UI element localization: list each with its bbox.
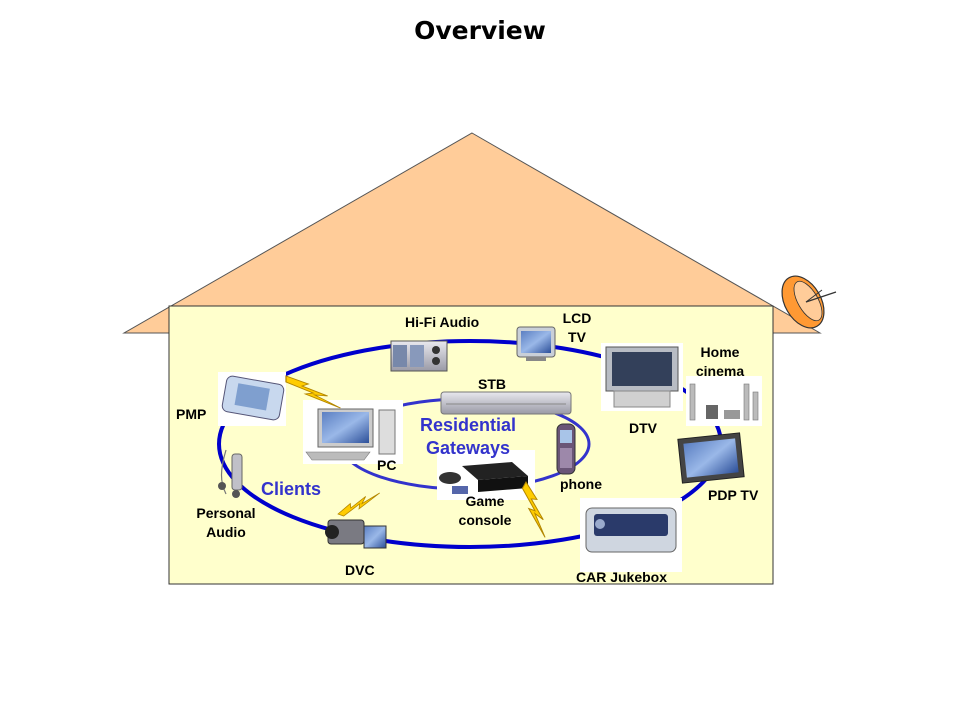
pdp-tv-icon [677,432,745,484]
dvc-icon [325,519,387,549]
hifi-audio-icon [390,340,448,372]
home-cinema-icon [686,376,762,426]
label-hifi-audio: Hi-Fi Audio [405,314,480,330]
label-home-cinema-line2: cinema [695,363,745,379]
lcd-tv-icon [516,326,556,361]
dtv-icon [601,343,683,411]
car-jukebox-icon [580,498,682,572]
phone-icon [556,423,576,475]
label-clients: Clients [261,479,322,499]
label-game-console-line1: Game [465,493,505,509]
label-pc: PC [377,457,397,473]
label-residential-line1: Residential [419,415,517,435]
page-title: Overview [414,16,546,45]
personal-audio-icon [218,449,243,498]
label-lcd-tv-line2: TV [568,329,586,345]
pc-icon [303,400,403,464]
satellite-dish-icon [781,275,837,329]
label-phone: phone [560,476,602,492]
pmp-icon [218,372,286,426]
label-pmp: PMP [176,406,207,422]
label-personal-audio-line1: Personal [196,505,256,521]
label-residential-line2: Gateways [425,438,511,458]
house-roof [122,132,822,334]
label-home-cinema-line1: Home [700,344,740,360]
label-stb: STB [478,376,506,392]
label-game-console-line2: console [458,512,512,528]
label-lcd-tv-line1: LCD [562,310,592,326]
label-dtv: DTV [629,420,657,436]
stb-icon [440,391,572,415]
label-dvc: DVC [345,562,375,578]
label-pdp-tv: PDP TV [708,487,759,503]
label-car-jukebox: CAR Jukebox [576,569,668,585]
game-console-icon [437,450,535,500]
label-personal-audio-line2: Audio [206,524,246,540]
